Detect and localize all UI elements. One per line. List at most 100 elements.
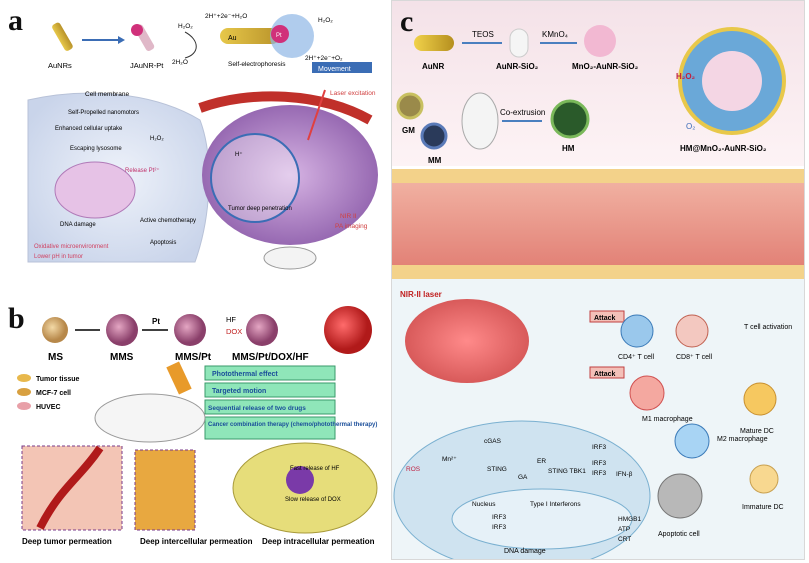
irf3e-label: IRF3 [492,524,506,531]
full-sphere-icon [246,314,278,346]
final-core-icon [702,51,762,111]
fast-release-label: Fast release of HF [290,466,340,472]
step2-label: Enhanced cellular uptake [55,126,123,132]
step6-label: Active chemotherapy [140,218,196,224]
slow-release-label: Slow release of DOX [285,497,341,503]
cd8-label: CD8⁺ T cell [676,354,713,361]
m2-label: M2 macrophage [717,436,768,443]
mms-label: MMS [110,352,134,363]
immature-label: Immature DC [742,504,784,511]
mature-label: Mature DC [740,428,774,435]
hm-label: HM [562,144,575,153]
feature-2: Targeted motion [212,388,266,395]
ifn-label: IFN-β [616,471,633,478]
reaction-label: 2H⁺+2e⁻+H₂O [205,13,247,20]
feature-3: Sequential release of two drugs [208,405,306,412]
self-electro-label: Self-electrophoresis [228,61,286,68]
m1-icon [629,375,665,411]
feature-box-4 [204,416,336,440]
mm-label: MM [428,156,442,165]
sting-tbk-label: STING TBK1 [548,468,586,475]
nucleus-label: Nucleus [472,501,496,508]
ga-label: GA [518,474,528,481]
dox-label: DOX [226,327,242,336]
aunr-rod-icon [52,22,73,51]
cgas-label: cGAS [484,438,502,445]
nucleus-icon [54,161,136,219]
pt-sphere-icon [271,25,289,43]
aunr-sio2-label: AuNR-SiO₂ [496,62,539,71]
aunrs-label: AuNRs [48,61,72,70]
ms-label: MS [48,352,63,363]
pa-label: PA imaging [335,223,368,230]
feature-list: Photothermal effect Targeted motion Sequ… [204,365,377,440]
feature-box-1 [204,365,336,381]
hmgb1-label: HMGB1 [618,516,642,523]
laser-label: Laser excitation [330,90,376,97]
teos-label: TEOS [472,30,494,39]
type1-label: Type I Interferons [530,501,581,508]
mm-icon [420,122,448,150]
zoomed-sphere-icon [324,306,372,354]
panel-a-label: a [8,4,23,37]
cell-membrane-label: Cell membrane [85,91,129,98]
apoptotic-cell-icon [657,473,703,519]
mn-label: Mn²⁺ [442,456,457,463]
dna-label: DNA damage [504,548,546,555]
m1-label: M1 macrophage [642,416,693,423]
step1-label: Self-Propelled nanomotors [68,110,139,116]
atp-label: ATP [618,526,630,533]
step4-label: Release Pt²⁺ [125,167,160,174]
tumor-mass-icon [405,299,529,383]
aunr-label: AuNR [422,62,444,71]
immature-dc-icon [749,464,779,494]
attack1-box [589,310,625,323]
gm-label: GM [402,126,415,135]
er-label: ER [537,458,546,465]
apoptosis-label: Apoptosis [150,240,176,246]
laser-beam-icon [307,89,326,141]
attack2-box [589,366,625,379]
cd4-cell-icon [620,314,654,348]
hf-label: HF [226,315,236,324]
arrowhead-icon [118,36,125,44]
attack2-label: Attack [594,371,616,378]
au-label: Au [228,35,237,42]
h2o2-label-1: H₂O₂ [178,23,193,30]
mmspt-label: MMS/Pt [175,352,212,363]
crt-label: CRT [618,536,631,543]
tumor-icon [202,105,378,245]
vessel-wall-top [392,169,804,183]
irf3a-label: IRF3 [592,444,606,451]
panel-c-diagram: AuNR TEOS AuNR-SiO₂ KMnO₄ MnO₂-AuNR-SiO₂… [392,1,804,559]
nir2-label: NIR II [340,213,357,220]
hplus-label: H⁺ [235,151,243,158]
legend-tumor: Tumor tissue [36,376,80,383]
feature-1: Photothermal effect [212,371,278,378]
lower-ph-label: Lower pH in tumor [34,254,83,260]
legend-tumor-icon [17,374,31,382]
apoptotic-label: Apoptotic cell [658,531,700,538]
laser-pen-icon [166,361,192,395]
step5-label: DNA damage [60,222,96,228]
vessel-wall-bottom [392,265,804,279]
pt-tip-icon [131,24,143,36]
mno2-label: MnO₂-AuNR-SiO₂ [572,62,639,71]
tact-label: T cell activation [744,324,792,331]
panel-a-diagram: AuNRs JAuNR-Pt H₂O₂ 2H₂O 2H⁺+2e⁻+H₂O Au … [27,13,378,270]
mno2-icon [584,25,616,57]
h2o2-small-label: H₂O₂ [150,136,164,142]
final-label: HM@MnO₂-AuNR-SiO₂ [680,144,767,153]
full-label: MMS/Pt/DOX/HF [232,352,309,363]
legend-huvec: HUVEC [36,404,61,411]
aunr-sio2-icon [509,28,529,58]
deep1-label: Deep tumor permeation [22,537,112,546]
reaction2-label: 2H⁺+2e⁻+O₂ [305,55,343,62]
feature-box-3 [204,399,336,415]
attack1-label: Attack [594,315,616,322]
panel-c-label: c [400,5,414,38]
movement-label: Movement [318,66,351,73]
tumor-pen-label: Tumor deep penetration [228,206,292,212]
m2-icon [674,423,710,459]
panel-c: c AuNR TEOS AuNR-SiO₂ KMnO₄ MnO₂-AuNR-Si… [391,0,805,560]
